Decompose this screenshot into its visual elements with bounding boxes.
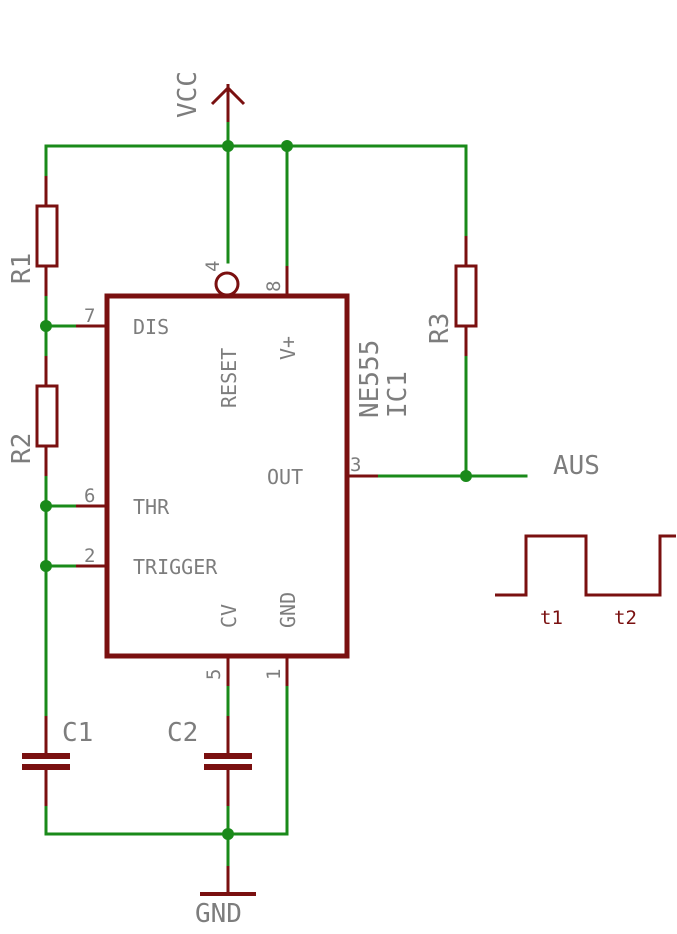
- vcc-label: VCC: [173, 71, 203, 118]
- r3-resistor: [454, 264, 478, 328]
- pin-number-thr: 6: [84, 485, 95, 507]
- vcc-arrow-icon: [210, 84, 246, 122]
- pin-name-thr: THR: [133, 495, 170, 519]
- junction-dot: [460, 470, 472, 482]
- junction-dot: [222, 140, 234, 152]
- pin-name-gnd: GND: [276, 592, 300, 628]
- pin-number-reset: 4: [202, 261, 224, 272]
- ne555-ic: [76, 266, 378, 686]
- pin-name-reset: RESET: [217, 348, 241, 408]
- pin-number-vplus: 8: [263, 281, 285, 292]
- pin-number-cv: 5: [203, 669, 225, 680]
- pin-number-trigger: 2: [84, 545, 95, 567]
- junction-dot: [40, 560, 52, 572]
- c1-label: C1: [62, 718, 93, 748]
- junction-dot: [40, 320, 52, 332]
- junctions: [40, 140, 472, 840]
- pin-name-trigger: TRIGGER: [133, 555, 218, 579]
- components: [22, 84, 478, 896]
- output-label: AUS: [553, 451, 600, 481]
- pin-name-cv: CV: [217, 604, 241, 628]
- pin-name-out: OUT: [267, 465, 303, 489]
- pin-name-vplus: V+: [276, 336, 300, 360]
- r1-label: R1: [7, 253, 37, 284]
- junction-dot: [40, 500, 52, 512]
- pin-number-dis: 7: [84, 305, 95, 327]
- r3-label: R3: [425, 313, 455, 344]
- labels: VCC GND R1 R2 R3 C1 C2 NE555 IC1 AUS DIS…: [7, 71, 600, 929]
- c2-label: C2: [167, 718, 198, 748]
- junction-dot: [281, 140, 293, 152]
- r2-resistor: [35, 384, 59, 448]
- pin-number-gnd: 1: [263, 669, 285, 680]
- r1-resistor: [35, 204, 59, 268]
- pin-number-out: 3: [350, 454, 361, 476]
- r2-label: R2: [7, 433, 37, 464]
- timing-diagram: t1 t2: [495, 534, 676, 629]
- pin-name-dis: DIS: [133, 315, 169, 339]
- timing-label-t1: t1: [540, 607, 563, 629]
- gnd-label: GND: [195, 899, 242, 929]
- wires: [44, 90, 528, 868]
- junction-dot: [222, 828, 234, 840]
- pin-reset-bubble: [214, 271, 240, 297]
- ic-ref-label: IC1: [383, 371, 413, 418]
- square-wave: [495, 534, 676, 597]
- timing-label-t2: t2: [614, 607, 637, 629]
- ic-type-label: NE555: [355, 340, 385, 418]
